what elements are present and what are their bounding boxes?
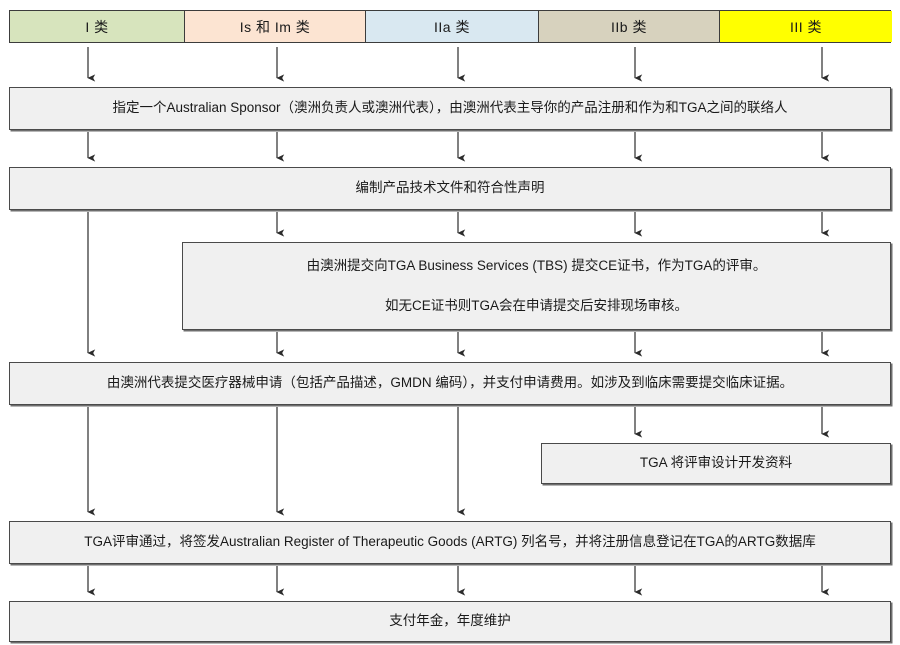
device-class-cell-1[interactable]: I 类 [10,11,185,42]
step-text: 指定一个Australian Sponsor（澳洲负责人或澳洲代表），由澳洲代表… [112,100,788,116]
step-text: TGA评审通过，将签发Australian Register of Therap… [84,534,816,550]
step-text: TGA 将评审设计开发资料 [639,455,793,471]
device-class-header-row: I 类 Is 和 Im 类 IIa 类 IIb 类 III 类 [9,10,892,43]
device-class-cell-2[interactable]: Is 和 Im 类 [185,11,366,42]
step-text: 由澳洲代表提交医疗器械申请（包括产品描述，GMDN 编码），并支付申请费用。如涉… [106,375,794,391]
step-text: 如无CE证书则TGA会在申请提交后安排现场审核。 [384,298,688,313]
device-class-cell-3[interactable]: IIa 类 [366,11,539,42]
step-box-device-application[interactable]: 由澳洲代表提交医疗器械申请（包括产品描述，GMDN 编码），并支付申请费用。如涉… [9,362,891,405]
step-text: 编制产品技术文件和符合性声明 [355,180,545,196]
step-box-technical-file[interactable]: 编制产品技术文件和符合性声明 [9,167,891,210]
device-class-label: IIb 类 [611,18,647,35]
step-box-ce-certificate-submission[interactable]: 由澳洲提交向TGA Business Services (TBS) 提交CE证书… [182,242,891,330]
device-class-cell-4[interactable]: IIb 类 [539,11,720,42]
device-class-label: IIa 类 [434,18,470,35]
device-class-cell-5[interactable]: III 类 [720,11,892,42]
step-box-tga-design-dossier-review[interactable]: TGA 将评审设计开发资料 [541,443,891,484]
step-box-artg-listing[interactable]: TGA评审通过，将签发Australian Register of Therap… [9,521,891,564]
device-class-label: Is 和 Im 类 [239,18,311,35]
step-box-appoint-sponsor[interactable]: 指定一个Australian Sponsor（澳洲负责人或澳洲代表），由澳洲代表… [9,87,891,130]
step-box-annual-fee-maintenance[interactable]: 支付年金，年度维护 [9,601,891,642]
step-text: 支付年金，年度维护 [389,613,511,629]
device-class-label: I 类 [85,18,109,35]
device-class-label: III 类 [789,18,823,35]
step-text: 由澳洲提交向TGA Business Services (TBS) 提交CE证书… [306,257,767,273]
